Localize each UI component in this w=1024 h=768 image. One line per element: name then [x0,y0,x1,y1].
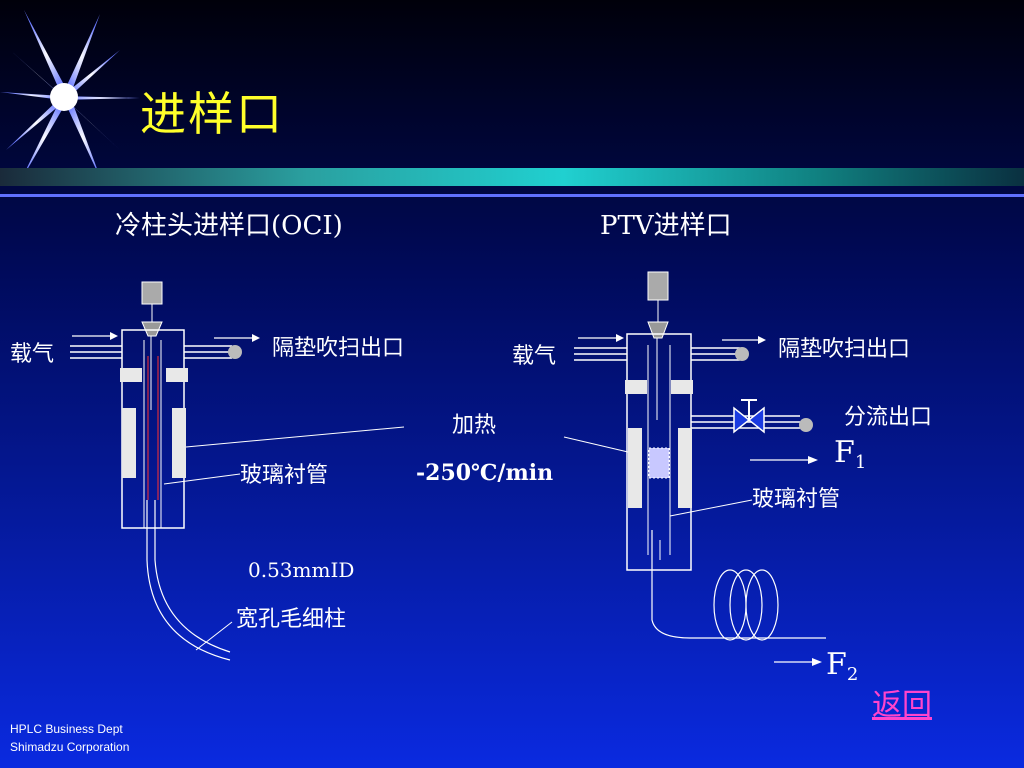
oci-heading: 冷柱头进样口(OCI) [115,211,343,241]
heating-rate-label: -250℃/min [416,460,553,486]
slide-title: 进样口 [140,87,284,141]
flow-f2-label: F2 [826,647,858,685]
ptv-column [651,530,826,639]
oci-septum-cap [141,281,163,305]
oci-wide-bore-column [146,500,231,661]
ptv-septum-cap [647,271,669,301]
back-link[interactable]: 返回 [872,688,932,723]
footer-company: Shimadzu Corporation [10,740,130,754]
oci-septum-purge-label: 隔垫吹扫出口 [272,336,404,361]
heating-label: 加热 [452,413,496,438]
flow-f1-label: F1 [834,435,866,473]
ptv-split-outlet-label: 分流出口 [844,405,932,430]
ptv-septum-purge-label: 隔垫吹扫出口 [778,337,910,362]
oci-septum [141,321,163,337]
oci-purge-valve [228,345,242,359]
ptv-septum [647,321,669,339]
oci-column-id-label: 0.53mmID [248,558,354,582]
ptv-carrier-gas-label: 载气 [512,344,556,369]
ptv-glass-liner-label: 玻璃衬管 [752,487,840,512]
footer-dept: HPLC Business Dept [10,722,123,736]
oci-column-name-label: 宽孔毛细柱 [236,607,346,632]
title-divider-bar [0,168,1024,186]
oci-glass-liner-label: 玻璃衬管 [240,463,328,488]
ptv-liner-packing [648,447,670,479]
title-divider-line [0,194,1024,197]
starburst-logo-icon [0,10,140,182]
ptv-heading: PTV进样口 [600,211,732,241]
ptv-purge-valve [735,347,749,361]
oci-carrier-gas-label: 载气 [10,342,54,367]
ptv-split-outlet-valve [799,418,813,432]
